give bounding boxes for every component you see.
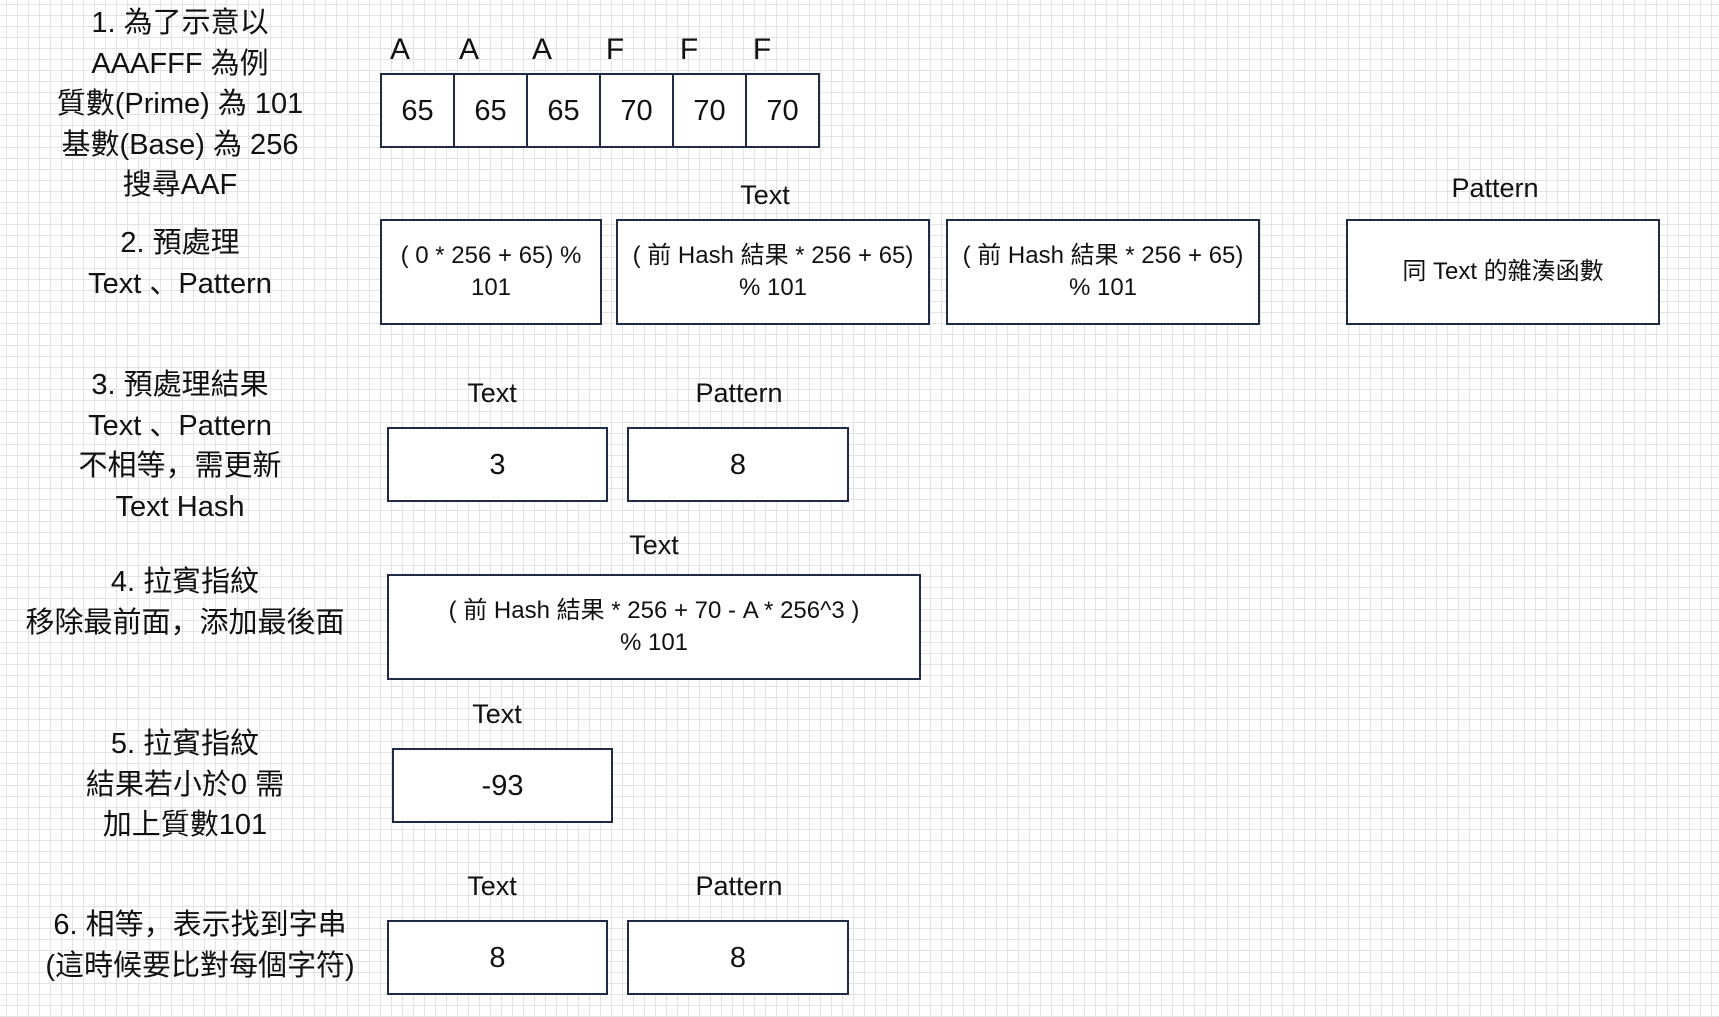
step5-line: 加上質數101 <box>102 809 268 842</box>
step5-line: 結果若小於0 需 <box>85 768 285 801</box>
step3-line: Text Hash <box>115 490 245 523</box>
formula-line: ( 前 Hash 結果 * 256 + 65) <box>962 242 1244 269</box>
hash-value: 3 <box>489 448 506 481</box>
text-label: Text <box>740 180 790 210</box>
step1-line: 質數(Prime) 為 101 <box>56 88 304 121</box>
ascii-cell: 65 <box>453 73 528 148</box>
step6-line: (這時候要比對每個字符) <box>45 949 355 982</box>
step4-line: 移除最前面，添加最後面 <box>25 606 345 639</box>
ascii-value: 70 <box>620 94 653 127</box>
step1-line: 基數(Base) 為 256 <box>61 128 299 161</box>
ascii-value: 65 <box>401 94 434 127</box>
step1-description: 1. 為了示意以 AAAFFF 為例 質數(Prime) 為 101 基數(Ba… <box>20 3 340 206</box>
text-hash-match-box: 8 <box>387 920 608 995</box>
hash-value: 8 <box>729 448 747 481</box>
step3-line: 不相等，需更新 <box>78 450 282 483</box>
formula-line: ( 前 Hash 結果 * 256 + 65) <box>632 242 914 269</box>
char-label: A <box>531 33 552 66</box>
text-hash-initial-box: ( 0 * 256 + 65) % 101 <box>380 219 602 325</box>
formula-line: % 101 <box>1068 274 1138 301</box>
ascii-cell: 70 <box>599 73 674 148</box>
step6-description: 6. 相等，表示找到字串 (這時候要比對每個字符) <box>20 905 380 986</box>
step1-line: 1. 為了示意以 <box>91 7 269 39</box>
text-hash-step-box: ( 前 Hash 結果 * 256 + 65) % 101 <box>616 219 930 325</box>
step4-line: 4. 拉賓指紋 <box>110 566 260 598</box>
step5-line: 5. 拉賓指紋 <box>110 728 260 760</box>
pattern-label: Pattern <box>695 871 783 901</box>
text-label: Text <box>629 530 679 560</box>
text-hash-result-box: 3 <box>387 427 608 502</box>
formula-line: ( 前 Hash 結果 * 256 + 70 - A * 256^3 ) <box>448 597 860 624</box>
text-hash-negative-box: -93 <box>392 748 613 823</box>
ascii-value: 70 <box>766 94 799 127</box>
text-label: Text <box>467 871 517 901</box>
formula-line: ( 0 * 256 + 65) % <box>400 242 582 269</box>
step2-description: 2. 預處理 Text 、Pattern <box>20 223 340 304</box>
formula-line: % 101 <box>738 274 808 301</box>
ascii-cell: 70 <box>745 73 820 148</box>
step4-description: 4. 拉賓指紋 移除最前面，添加最後面 <box>5 562 365 643</box>
hash-value: -93 <box>481 769 524 802</box>
char-label: F <box>605 33 625 66</box>
pattern-hash-result-box: 8 <box>627 427 849 502</box>
text-hash-step-box: ( 前 Hash 結果 * 256 + 65) % 101 <box>946 219 1260 325</box>
step5-description: 5. 拉賓指紋 結果若小於0 需 加上質數101 <box>25 724 345 846</box>
text-label: Text <box>472 699 522 729</box>
pattern-label: Pattern <box>1451 173 1539 203</box>
step3-line: Text 、Pattern <box>88 409 272 442</box>
char-label: F <box>752 33 772 66</box>
pattern-hash-match-box: 8 <box>627 920 849 995</box>
char-label: A <box>389 33 410 66</box>
ascii-value: 65 <box>547 94 580 127</box>
ascii-cell: 65 <box>526 73 601 148</box>
step2-line: Text 、Pattern <box>88 267 272 300</box>
rolling-hash-formula-box: ( 前 Hash 結果 * 256 + 70 - A * 256^3 ) % 1… <box>387 574 921 680</box>
char-label: A <box>458 33 479 66</box>
pattern-hash-note: 同 Text 的雜湊函數 <box>1402 258 1604 285</box>
step1-line: AAAFFF 為例 <box>91 47 269 80</box>
char-label: F <box>679 33 699 66</box>
step1-line: 搜尋AAF <box>122 169 238 202</box>
step6-line: 6. 相等，表示找到字串 <box>53 909 347 941</box>
hash-value: 8 <box>489 941 506 974</box>
step2-line: 2. 預處理 <box>120 227 240 259</box>
formula-line: % 101 <box>619 629 689 656</box>
hash-value: 8 <box>729 941 747 974</box>
text-label: Text <box>467 378 517 408</box>
ascii-value: 70 <box>693 94 726 127</box>
ascii-cell: 70 <box>672 73 747 148</box>
character-row: A A A F F F <box>380 30 822 70</box>
pattern-hash-box: 同 Text 的雜湊函數 <box>1346 219 1660 325</box>
ascii-cell: 65 <box>380 73 455 148</box>
pattern-label: Pattern <box>695 378 783 408</box>
step3-line: 3. 預處理結果 <box>91 369 269 401</box>
ascii-value: 65 <box>474 94 507 127</box>
step3-description: 3. 預處理結果 Text 、Pattern 不相等，需更新 Text Hash <box>20 365 340 527</box>
formula-line: 101 <box>470 274 512 301</box>
